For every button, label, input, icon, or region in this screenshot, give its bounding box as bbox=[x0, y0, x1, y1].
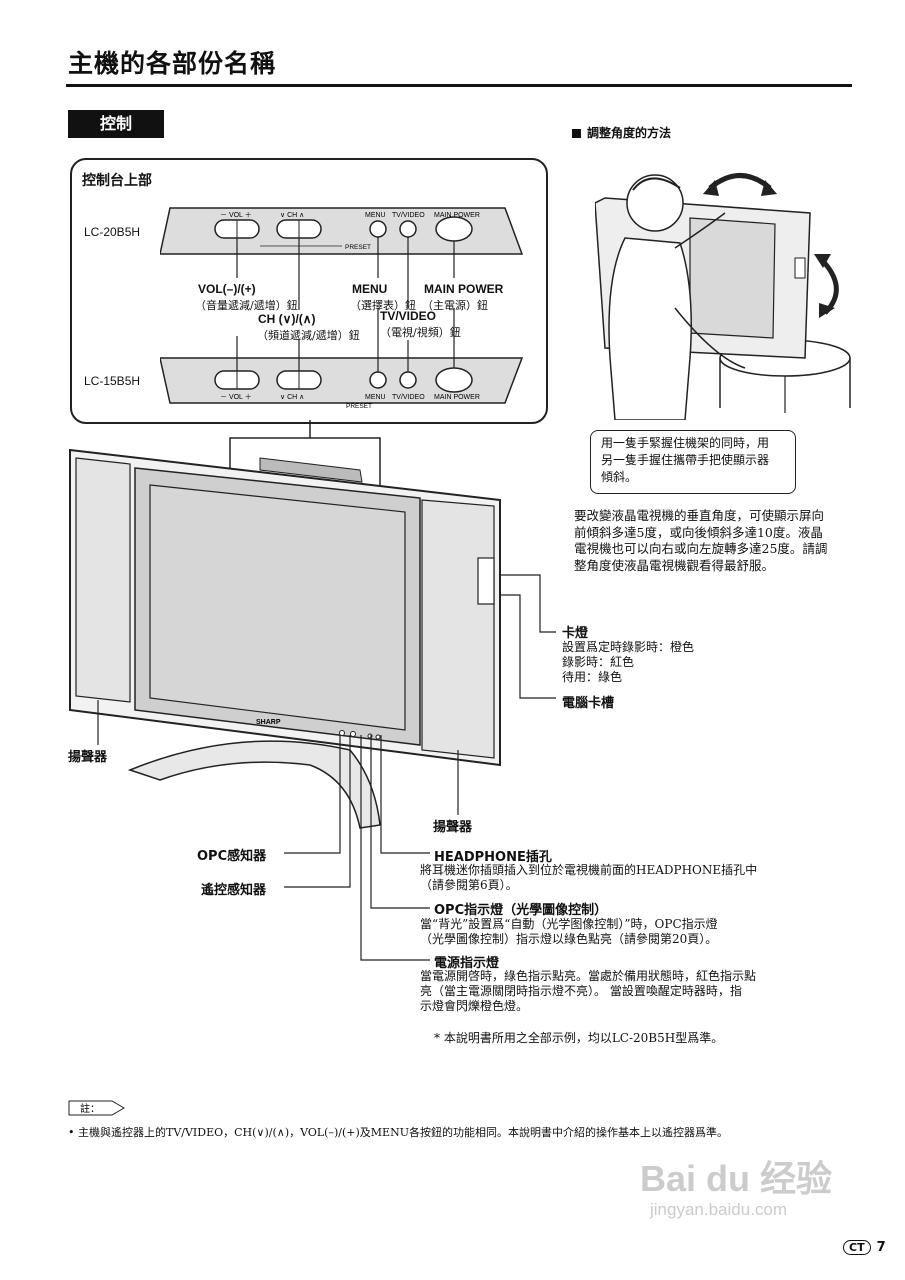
menu-desc: （選擇表）鈕 bbox=[350, 299, 416, 312]
panel-strip-bottom bbox=[160, 357, 524, 404]
pc-slot-label: 電腦卡槽 bbox=[562, 696, 615, 711]
remote-sensor-label: 遙控感知器 bbox=[201, 883, 267, 898]
strip-top-menu: MENU bbox=[365, 212, 386, 219]
menu-button-top bbox=[369, 220, 387, 238]
power-label: MAIN POWER bbox=[424, 282, 504, 296]
strip-bottom-menu: MENU bbox=[365, 394, 386, 401]
strip-top-ch: ∨ CH ∧ bbox=[280, 212, 304, 219]
section-tab: 控制 bbox=[68, 110, 164, 138]
tv-screen bbox=[149, 484, 406, 731]
watermark-url: jingyan.baidu.com bbox=[650, 1200, 788, 1219]
opc-lamp-label: OPC指示燈（光學圖像控制） bbox=[434, 903, 608, 918]
strip-bottom-preset: PRESET bbox=[346, 403, 372, 410]
tvvideo-label: TV/VIDEO bbox=[380, 309, 437, 323]
strip-top-vol: － VOL ＋ bbox=[220, 211, 252, 219]
speaker-right-label: 揚聲器 bbox=[433, 820, 473, 835]
strip-top-tvvideo: TV/VIDEO bbox=[392, 212, 425, 219]
opc-sensor-label: OPC感知器 bbox=[197, 849, 267, 864]
model-top: LC-20B5H bbox=[84, 225, 141, 239]
adjust-angle-illustration bbox=[595, 173, 851, 420]
model-bottom: LC-15B5H bbox=[84, 374, 141, 388]
bubble-line: 另一隻手握住攜帶手把使顯示器 bbox=[601, 453, 770, 467]
note-tag: 註： bbox=[68, 1100, 125, 1116]
headphone-label: HEADPHONE插孔 bbox=[434, 850, 552, 865]
headphone-desc: 將耳機迷你插頭插入到位於電視機前面的HEADPHONE插孔中 （請參閱第6頁）。 bbox=[420, 863, 758, 892]
brand-logo: SHARP bbox=[256, 719, 281, 726]
footnote: * 本說明書所用之全部示例，均以LC-20B5H型爲準。 bbox=[434, 1031, 724, 1045]
tvvideo-button-top bbox=[399, 220, 417, 238]
card-lamp-label: 卡燈 bbox=[562, 626, 589, 641]
speaker-left-label: 揚聲器 bbox=[68, 750, 108, 765]
tvvideo-desc: （電視/視頻）鈕 bbox=[380, 326, 461, 339]
note-text: • 主機與遙控器上的TV/VIDEO，CH(∨)/(∧)，VOL(–)/(+)及… bbox=[68, 1126, 728, 1139]
bubble-line: 傾斜。 bbox=[601, 470, 638, 484]
strip-bottom-vol: － VOL ＋ bbox=[220, 393, 252, 401]
strip-bottom-power: MAIN POWER bbox=[434, 394, 480, 401]
angle-heading: 調整角度的方法 bbox=[572, 124, 671, 141]
panel-title: 控制台上部 bbox=[82, 173, 152, 189]
strip-bottom-tvvideo: TV/VIDEO bbox=[392, 394, 425, 401]
right-speaker bbox=[421, 499, 495, 759]
power-lamp-desc: 當電源開啓時，綠色指示點亮。當處於備用狀態時，紅色指示點 亮（當主電源關閉時指示… bbox=[420, 969, 757, 1013]
power-desc: （主電源）鈕 bbox=[422, 299, 488, 312]
left-speaker bbox=[75, 457, 131, 703]
ch-desc: （頻道遞減/遞增）鈕 bbox=[257, 329, 360, 342]
tvvideo-button-bottom bbox=[399, 371, 417, 389]
strip-top-preset: PRESET bbox=[345, 244, 371, 251]
note-label: 註： bbox=[80, 1103, 100, 1115]
control-panel-diagram: － VOL ＋ ∨ CH ∧ MENU TV/VIDEO MAIN POWER … bbox=[160, 207, 524, 410]
watermark-logo: Bai du 经验 bbox=[640, 1158, 833, 1199]
person-head bbox=[626, 174, 684, 232]
menu-label: MENU bbox=[352, 282, 388, 296]
strip-bottom-ch: ∨ CH ∧ bbox=[280, 394, 304, 401]
lang-badge: CT bbox=[843, 1240, 871, 1255]
leader-lines bbox=[97, 574, 556, 961]
ch-label: CH (∨)/(∧) bbox=[258, 312, 316, 326]
power-lamp-label: 電源指示燈 bbox=[434, 956, 500, 971]
tv-front-illustration: SHARP bbox=[69, 448, 501, 829]
tv-stand bbox=[127, 740, 381, 829]
vol-label: VOL(–)/(+) bbox=[198, 282, 256, 296]
square-bullet-icon bbox=[572, 129, 581, 138]
menu-button-bottom bbox=[369, 371, 387, 389]
title-rule bbox=[66, 84, 852, 87]
card-slot bbox=[477, 557, 495, 605]
power-button-bottom bbox=[435, 367, 473, 393]
angle-paragraph: 要改變液晶電視機的垂直角度，可使顯示屏向 前傾斜多達5度，或向後傾斜多達10度。… bbox=[574, 508, 828, 573]
instruction-bubble: 用一隻手緊握住機架的同時，用 另一隻手握住攜帶手把使顯示器 傾斜。 bbox=[590, 430, 796, 494]
vol-desc: （音量遞減/遞增）鈕 bbox=[195, 299, 298, 312]
page-title: 主機的各部份名稱 bbox=[68, 49, 277, 78]
power-button-top bbox=[435, 216, 473, 242]
bubble-line: 用一隻手緊握住機架的同時，用 bbox=[601, 436, 770, 450]
strip-top-power: MAIN POWER bbox=[434, 212, 480, 219]
card-lamp-desc: 設置爲定時錄影時：橙色 錄影時：紅色 待用：綠色 bbox=[562, 640, 695, 684]
opc-lamp-desc: 當“背光”設置爲“自動（光学图像控制）”時，OPC指示燈 （光學圖像控制）指示燈… bbox=[420, 917, 718, 946]
